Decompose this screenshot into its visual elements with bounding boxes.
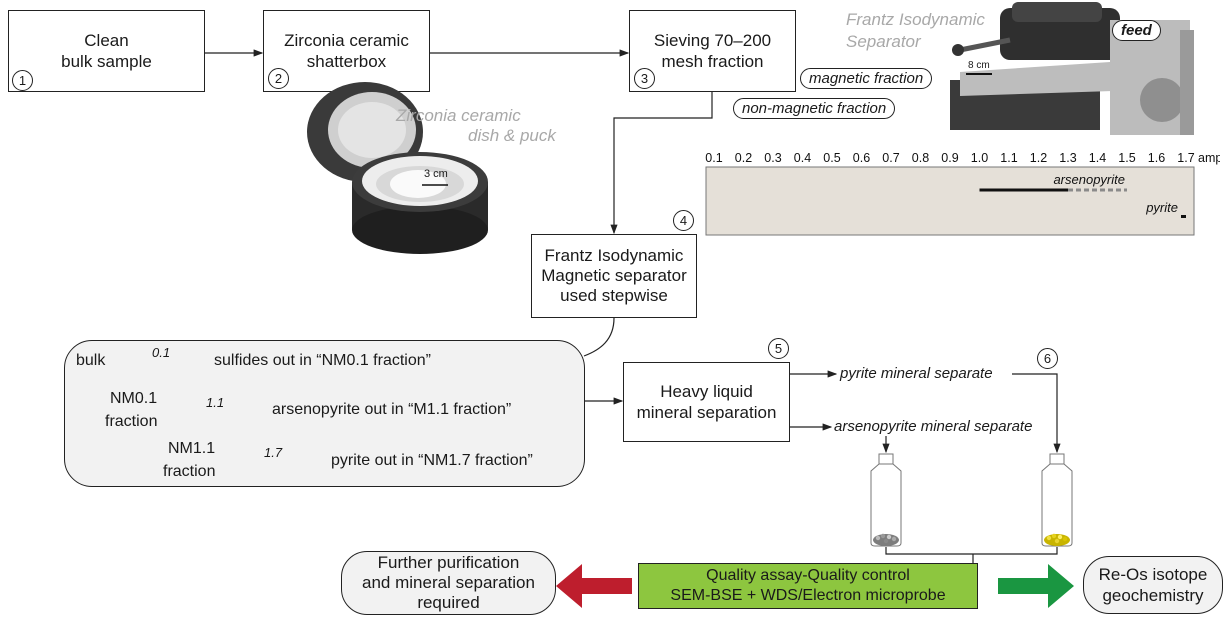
- feed-label: feed: [1112, 20, 1161, 41]
- fraction-row2-amp: 1.1: [206, 395, 225, 410]
- pyrite-separate-label: pyrite mineral separate: [840, 365, 993, 382]
- further-line3: required: [417, 593, 480, 612]
- fraction-row3-amp: 1.7: [264, 445, 283, 460]
- amp-tick-label: 0.7: [882, 151, 899, 165]
- re-os-line2: geochemistry: [1102, 586, 1204, 605]
- dish-photo-caption-line2: dish & puck: [468, 126, 556, 145]
- qaqc-line1: Quality assay-Quality control: [706, 567, 910, 584]
- pyrite-range-mark: [1181, 215, 1186, 218]
- fraction-row3-from-line2: fraction: [163, 463, 216, 480]
- clean-bulk-sample-line2: bulk sample: [61, 52, 152, 71]
- sieving-line2: mesh fraction: [661, 52, 764, 71]
- further-line1: Further purification: [377, 553, 520, 572]
- frantz-box-line3: used stepwise: [560, 286, 668, 305]
- shatterbox-box: Zirconia ceramic shatterbox: [263, 10, 430, 92]
- frantz-photo-caption-line2: Separator: [846, 32, 921, 51]
- green-acceptance-arrow: [998, 564, 1074, 608]
- frantz-box-line1: Frantz Isodynamic: [544, 246, 684, 265]
- fraction-row2-result: arsenopyrite out in “M1.1 fraction”: [272, 401, 512, 418]
- sieving-line1: Sieving 70–200: [653, 31, 772, 50]
- re-os-line1: Re-Os isotope: [1098, 565, 1208, 584]
- frantz-separator-photo: [950, 2, 1194, 135]
- amp-tick-label: 1.2: [1030, 151, 1047, 165]
- non-magnetic-fraction-label: non-magnetic fraction: [733, 98, 896, 119]
- amperage-range-chart: 0.1 0.2 0.3 0.4 0.5 0.6 0.7 0.8 0.9 1.0 1.1 1.2 1.3 1…: [705, 151, 1220, 236]
- frantz-scale-label: 8 cm: [968, 60, 990, 71]
- magnetic-fractions-box: [64, 340, 585, 487]
- amp-tick-label: 1.0: [971, 151, 988, 165]
- amp-unit-label: amp: [1198, 151, 1220, 165]
- magnetic-fraction-label: magnetic fraction: [800, 68, 933, 89]
- heavy-liquid-line2: mineral separation: [636, 403, 777, 422]
- sieving-box: Sieving 70–200 mesh fraction: [629, 10, 796, 92]
- step-1-number: 1: [12, 70, 33, 91]
- frantz-scale-bar: [966, 73, 992, 75]
- fraction-row2-from-line1: NM0.1: [110, 390, 158, 407]
- step-3-number: 3: [634, 68, 655, 89]
- arsenopyrite-series-label: arsenopyrite: [1053, 172, 1125, 187]
- pyrite-series-label: pyrite: [1145, 200, 1178, 215]
- chart-background: [705, 166, 1195, 236]
- amp-tick-label: 0.8: [912, 151, 929, 165]
- heavy-liquid-separation-box: Heavy liquid mineral separation: [623, 362, 790, 442]
- quality-assay-control-box: Quality assay-Quality control SEM-BSE + …: [638, 563, 978, 609]
- qaqc-line2: SEM-BSE + WDS/Electron microprobe: [670, 587, 946, 604]
- dish-scale-label: 3 cm: [424, 168, 448, 180]
- amp-tick-label: 0.2: [735, 151, 752, 165]
- red-rejection-arrow: [556, 564, 632, 608]
- amp-tick-label: 0.3: [764, 151, 781, 165]
- amp-tick-label: 0.6: [853, 151, 870, 165]
- fraction-row3-from-line1: NM1.1: [168, 440, 216, 457]
- amp-tick-label: 0.4: [794, 151, 811, 165]
- pyrite-vial: [1041, 453, 1073, 547]
- amp-tick-label: 0.9: [941, 151, 958, 165]
- arsenopyrite-separate-label: arsenopyrite mineral separate: [834, 418, 1033, 435]
- step-4-number: 4: [673, 210, 694, 231]
- further-line2: and mineral separation: [362, 573, 535, 592]
- zirconia-dish-photo: [307, 82, 488, 254]
- frantz-magnetic-separator-box: Frantz Isodynamic Magnetic separator use…: [531, 234, 697, 318]
- fraction-row1-amp: 0.1: [152, 345, 171, 360]
- clean-bulk-sample-box: Clean bulk sample: [8, 10, 205, 92]
- amp-tick-label: 1.7: [1177, 151, 1194, 165]
- amp-tick-label: 0.5: [823, 151, 840, 165]
- frantz-photo-caption-line1: Frantz Isodynamic: [846, 10, 985, 29]
- fraction-row3-result: pyrite out in “NM1.7 fraction”: [331, 452, 533, 469]
- fraction-row1-from: bulk: [76, 352, 106, 369]
- re-os-geochemistry-box: Re-Os isotope geochemistry: [1083, 556, 1223, 614]
- amp-tick-label: 1.3: [1059, 151, 1076, 165]
- dish-photo-caption-line1: Zirconia ceramic: [396, 106, 521, 125]
- further-purification-box: Further purification and mineral separat…: [341, 551, 556, 615]
- amp-tick-label: 1.6: [1148, 151, 1165, 165]
- amp-tick-label: 1.1: [1000, 151, 1017, 165]
- step-2-number: 2: [268, 68, 289, 89]
- arsenopyrite-vial: [870, 453, 902, 547]
- shatterbox-line2: shatterbox: [306, 52, 387, 71]
- frantz-box-line2: Magnetic separator: [541, 266, 687, 285]
- clean-bulk-sample-line1: Clean: [84, 31, 129, 50]
- amp-tick-label: 1.5: [1118, 151, 1135, 165]
- fraction-row2-from-line2: fraction: [105, 413, 158, 430]
- step-5-number: 5: [768, 338, 789, 359]
- fraction-row1-result: sulfides out in “NM0.1 fraction”: [214, 352, 431, 369]
- step-6-number: 6: [1037, 348, 1058, 369]
- heavy-liquid-line1: Heavy liquid: [660, 382, 753, 401]
- shatterbox-line1: Zirconia ceramic: [284, 31, 409, 50]
- amp-tick-label: 0.1: [705, 151, 722, 165]
- amp-tick-label: 1.4: [1089, 151, 1106, 165]
